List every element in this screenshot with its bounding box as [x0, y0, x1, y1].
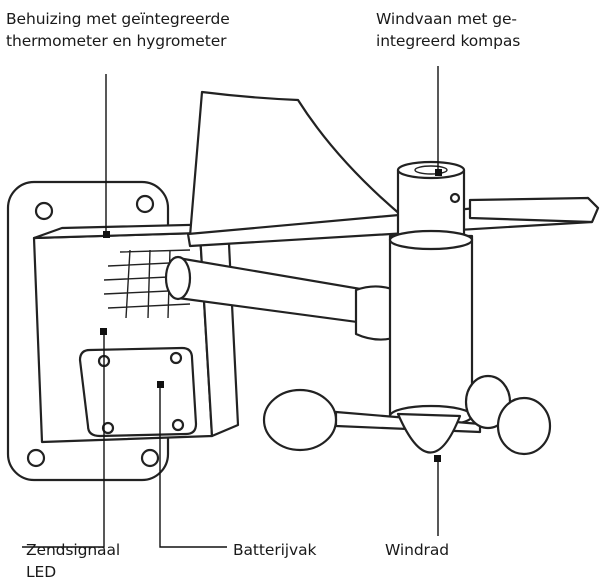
label-housing-line-2: thermometer en hygrometer [6, 32, 227, 50]
label-wind-vane: Windvaan met ge- integreerd kompas [376, 8, 520, 52]
label-housing-line-1: Behuizing met geïntegreerde [6, 10, 230, 28]
label-battery-line-1: Batterijvak [233, 541, 317, 559]
anemometer [262, 374, 552, 456]
label-transmit-led-line-1: Zendsignaal [26, 541, 121, 559]
battery-compartment [78, 346, 198, 438]
label-wind-cups: Windrad [385, 539, 449, 561]
label-wind-cups-line-1: Windrad [385, 541, 449, 559]
label-battery-compartment: Batterijvak [233, 539, 316, 561]
label-wind-vane-line-1: Windvaan met ge- [376, 10, 517, 28]
label-wind-vane-line-2: integreerd kompas [376, 32, 521, 50]
label-housing: Behuizing met geïntegreerde thermometer … [6, 8, 230, 52]
leader-lines [22, 66, 442, 548]
label-transmit-led-line-2: LED [26, 563, 57, 581]
sensor-post [388, 160, 474, 428]
wind-vane [186, 90, 600, 248]
label-transmit-led: Zendsignaal LED [26, 539, 120, 583]
sensor-housing [32, 222, 240, 444]
